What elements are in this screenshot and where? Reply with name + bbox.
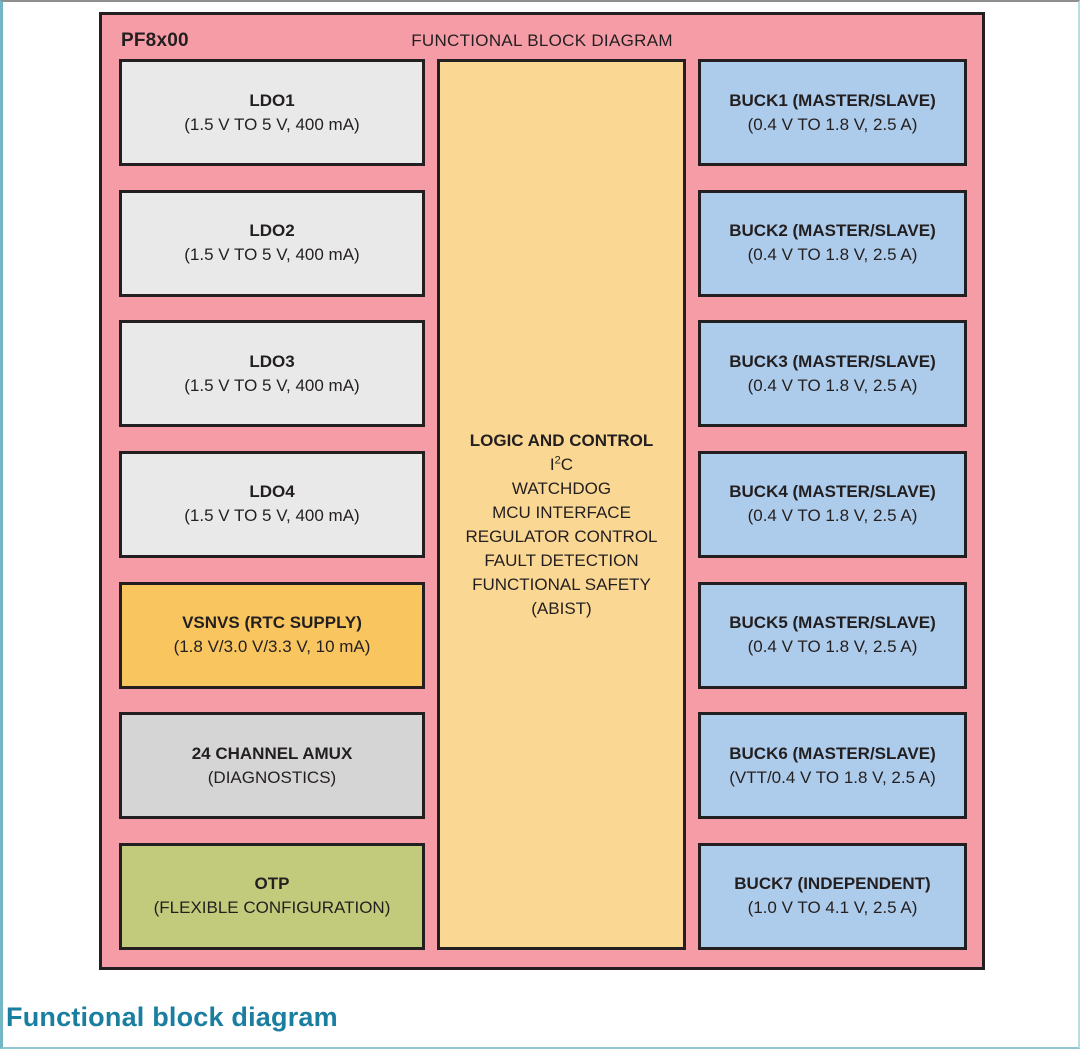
logic-block-title: LOGIC AND CONTROL (469, 430, 654, 450)
block-logic-and-control: LOGIC AND CONTROL I2C WATCHDOG MCU INTERFA… (437, 59, 686, 950)
block-subtitle: (0.4 V TO 1.8 V, 2.5 A) (747, 506, 918, 526)
logic-line: MCU INTERFACE (492, 502, 631, 522)
diagram-header: PF8x00 FUNCTIONAL BLOCK DIAGRAM (121, 27, 963, 55)
block-title: BUCK1 (MASTER/SLAVE) (729, 90, 936, 110)
block-subtitle: (1.0 V TO 4.1 V, 2.5 A) (747, 898, 918, 918)
block-buck6: BUCK6 (MASTER/SLAVE) (VTT/0.4 V TO 1.8 V,… (698, 712, 967, 820)
diagram-columns: LDO1 (1.5 V TO 5 V, 400 mA) LDO2 (1.5 V TO … (119, 59, 967, 950)
block-subtitle: (1.5 V TO 5 V, 400 mA) (184, 506, 360, 526)
block-subtitle: (0.4 V TO 1.8 V, 2.5 A) (747, 245, 918, 265)
block-title: BUCK3 (MASTER/SLAVE) (729, 351, 936, 371)
block-subtitle: (1.8 V/3.0 V/3.3 V, 10 mA) (173, 637, 371, 657)
left-column: LDO1 (1.5 V TO 5 V, 400 mA) LDO2 (1.5 V TO … (119, 59, 425, 950)
block-title: BUCK5 (MASTER/SLAVE) (729, 613, 936, 633)
functional-block-diagram: PF8x00 FUNCTIONAL BLOCK DIAGRAM LDO1 (1.5… (99, 12, 985, 970)
block-title: LDO1 (249, 90, 295, 110)
logic-line-i2c: I2C (549, 453, 574, 474)
block-otp: OTP (FLEXIBLE CONFIGURATION) (119, 842, 425, 950)
block-buck7: BUCK7 (INDEPENDENT) (1.0 V TO 4.1 V, 2.5 … (698, 842, 967, 950)
block-title: OTP (254, 874, 290, 894)
block-ldo3: LDO3 (1.5 V TO 5 V, 400 mA) (119, 320, 425, 428)
block-amux: 24 CHANNEL AMUX (DIAGNOSTICS) (119, 712, 425, 820)
block-title: 24 CHANNEL AMUX (191, 743, 353, 763)
block-buck2: BUCK2 (MASTER/SLAVE) (0.4 V TO 1.8 V, 2.5… (698, 189, 967, 297)
block-subtitle: (0.4 V TO 1.8 V, 2.5 A) (747, 114, 918, 134)
block-title: BUCK2 (MASTER/SLAVE) (729, 221, 936, 241)
logic-line: FUNCTIONAL SAFETY (472, 574, 651, 594)
block-subtitle: (1.5 V TO 5 V, 400 mA) (184, 114, 360, 134)
block-buck5: BUCK5 (MASTER/SLAVE) (0.4 V TO 1.8 V, 2.5… (698, 581, 967, 689)
block-subtitle: (FLEXIBLE CONFIGURATION) (153, 898, 391, 918)
logic-line: (ABIST) (531, 598, 592, 618)
block-title: BUCK6 (MASTER/SLAVE) (729, 743, 936, 763)
block-ldo4: LDO4 (1.5 V TO 5 V, 400 mA) (119, 450, 425, 558)
block-subtitle: (0.4 V TO 1.8 V, 2.5 A) (747, 637, 918, 657)
block-subtitle: (DIAGNOSTICS) (207, 767, 337, 787)
block-title: LDO4 (249, 482, 295, 502)
logic-line: WATCHDOG (511, 478, 612, 498)
logic-block-lines: I2C WATCHDOG MCU INTERFACE REGULATOR CONTRO… (465, 453, 657, 621)
block-buck1: BUCK1 (MASTER/SLAVE) (0.4 V TO 1.8 V, 2.5… (698, 59, 967, 166)
block-title: LDO3 (249, 351, 295, 371)
block-subtitle: (1.5 V TO 5 V, 400 mA) (184, 245, 360, 265)
block-buck4: BUCK4 (MASTER/SLAVE) (0.4 V TO 1.8 V, 2.5… (698, 450, 967, 558)
block-subtitle: (0.4 V TO 1.8 V, 2.5 A) (747, 375, 918, 395)
chip-name-label: PF8x00 (121, 30, 189, 51)
block-ldo2: LDO2 (1.5 V TO 5 V, 400 mA) (119, 189, 425, 297)
block-title: BUCK7 (INDEPENDENT) (734, 874, 931, 894)
block-title: VSNVS (RTC SUPPLY) (182, 613, 362, 633)
diagram-title: FUNCTIONAL BLOCK DIAGRAM (411, 31, 673, 50)
block-title: BUCK4 (MASTER/SLAVE) (729, 482, 936, 502)
block-subtitle: (VTT/0.4 V TO 1.8 V, 2.5 A) (729, 767, 936, 787)
logic-line: REGULATOR CONTROL (465, 526, 658, 546)
block-ldo1: LDO1 (1.5 V TO 5 V, 400 mA) (119, 59, 425, 166)
right-column: BUCK1 (MASTER/SLAVE) (0.4 V TO 1.8 V, 2.5… (698, 59, 967, 950)
block-title: LDO2 (249, 221, 295, 241)
block-subtitle: (1.5 V TO 5 V, 400 mA) (184, 375, 360, 395)
block-buck3: BUCK3 (MASTER/SLAVE) (0.4 V TO 1.8 V, 2.5… (698, 320, 967, 428)
figure-caption: Functional block diagram (6, 1002, 338, 1032)
block-vsnvs: VSNVS (RTC SUPPLY) (1.8 V/3.0 V/3.3 V, 10… (119, 581, 425, 689)
logic-line: FAULT DETECTION (484, 550, 639, 570)
